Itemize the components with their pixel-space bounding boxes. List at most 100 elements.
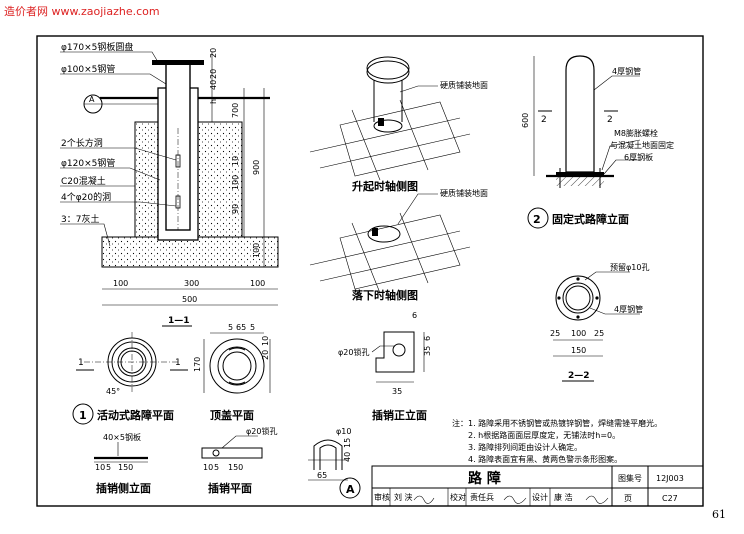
plan-cut-left: 1	[78, 358, 84, 368]
iso-up-label: 硬质铺装地面	[440, 80, 488, 90]
dim-40: 40	[209, 80, 218, 90]
section-1-1: φ170×5钢板圆盘 φ100×5钢管 2个长方洞 φ120×5钢管 C20混凝…	[60, 41, 279, 327]
plan-cut-right: 1	[175, 358, 181, 368]
signature-1	[413, 495, 435, 504]
sec22-dim-25a: 25	[550, 329, 560, 338]
sec22-tag: 2—2	[568, 371, 590, 381]
cap-d65: 65	[236, 323, 246, 332]
sign-review-label: 审核	[374, 492, 390, 502]
dim-20a: 20	[209, 48, 218, 58]
sec22-hole-label: 预留φ10孔	[610, 262, 649, 272]
cap-d5: 5	[228, 323, 233, 332]
dim-90: 90	[231, 204, 240, 214]
note-3: 3. 路障排列间距由设计人确定。	[468, 442, 582, 452]
sign-design-label: 设计	[532, 492, 548, 502]
fixed-bolt-label: M8膨胀螺栓	[614, 128, 658, 138]
detail-a-d65: 65	[317, 471, 327, 480]
cap-d20: 20	[261, 350, 270, 360]
iso-raised: 硬质铺装地面 升起时轴侧图	[309, 56, 488, 193]
cap-title: 顶盖平面	[210, 408, 254, 422]
iso-up-title: 升起时轴侧图	[352, 179, 418, 193]
fixed-dim-600: 600	[521, 113, 530, 128]
signature-3	[585, 495, 609, 504]
detail-a-d40: 40	[343, 452, 352, 462]
notes: 注： 1. 路障采用不锈钢管或热镀锌钢管，焊缝需锉平磨光。 2. h根据路面面层…	[452, 418, 662, 464]
section-tag-1-1: 1—1	[168, 316, 190, 326]
pin-side-plate: 40×5钢板	[103, 432, 141, 442]
cap-plan: 5 65 5 20 10 170 顶盖平面	[193, 323, 271, 422]
dim-100: 100	[231, 175, 240, 190]
plan-num-circle	[72, 403, 94, 425]
label-concrete: C20混凝土	[61, 175, 106, 187]
dim-100b: 100	[252, 243, 261, 258]
sec22-dim-100: 100	[571, 329, 586, 338]
pin-plan-title: 插销平面	[208, 481, 252, 495]
pin-side-title: 插销侧立面	[96, 481, 151, 495]
sheet-page: C27	[662, 494, 678, 503]
detail-a-dia: φ10	[336, 427, 351, 436]
detail-a-circle	[339, 477, 361, 499]
fixed-bolt-label-2: 与混凝土地面固定	[610, 140, 674, 150]
watermark: 造价者网 www.zaojiazhe.com	[4, 5, 160, 18]
pin-plan: φ20锁孔 10 5 150 插销平面	[201, 426, 277, 495]
sign-design-name: 康 浩	[554, 492, 573, 502]
dim-h-300: 300	[184, 279, 199, 288]
section-2-2: 预留φ10孔 4厚钢管 25 100 25 150 2—2	[550, 262, 649, 382]
cap-disc	[152, 60, 204, 65]
pin-plan-d150: 150	[228, 463, 243, 472]
fixed-cut-left: 2	[541, 115, 547, 125]
iso-down-label: 硬质铺装地面	[440, 188, 488, 198]
cap-d10: 10	[261, 336, 270, 346]
pin-side: 40×5钢板 10 5 150 插销侧立面	[94, 432, 151, 495]
iso-lowered: 硬质铺装地面 落下时轴侧图	[309, 188, 488, 302]
dim-10: 10	[231, 156, 240, 166]
page-label: 页	[624, 494, 632, 503]
plan-num: 1	[79, 409, 87, 422]
plan-angle: 45°	[106, 387, 120, 396]
notes-head: 注：	[452, 418, 468, 428]
plan-view: 1 1 45° 1 活动式路障平面	[72, 332, 188, 425]
sec22-dim-25b: 25	[594, 329, 604, 338]
pin-front-title: 插销正立面	[372, 408, 427, 422]
pin-front-d35: 35	[392, 387, 402, 396]
label-pipe: φ100×5钢管	[61, 63, 115, 75]
cap-d5b: 5	[250, 323, 255, 332]
note-2: 2. h根据路面面层厚度定，无铺法时h=0。	[468, 430, 620, 440]
atlas-label: 图集号	[618, 473, 642, 483]
dim-h-100b: 100	[250, 279, 265, 288]
page-number: 61	[712, 508, 726, 521]
title-block: 路 障 图集号 12J003 页 C27 审核 刘 浃 校对 责任兵 设计 康 …	[371, 465, 704, 507]
fixed-plate-label: 6厚钢板	[624, 152, 653, 162]
pin-front-d35b: 35	[423, 346, 432, 356]
label-lime: 3：7灰土	[61, 213, 99, 225]
sign-check-label: 校对	[450, 492, 466, 502]
cap-d170: 170	[193, 357, 202, 372]
fixed-cut-right: 2	[607, 115, 613, 125]
detail-a-ref: A	[346, 483, 355, 496]
sign-review-name: 刘 浃	[394, 492, 413, 502]
iso-down-title: 落下时轴侧图	[352, 288, 418, 302]
dim-h-100a: 100	[113, 279, 128, 288]
detail-a: φ10 15 40 65 A	[308, 427, 361, 499]
dim-h-500: 500	[182, 295, 197, 304]
fixed-title: 固定式路障立面	[552, 212, 629, 226]
sec22-dim-150: 150	[571, 346, 586, 355]
pin-side-d10: 10	[95, 463, 105, 472]
pin-side-d5: 5	[106, 463, 111, 472]
fixed-pipe-label: 4厚钢管	[612, 66, 641, 76]
pin-side-d150: 150	[118, 463, 133, 472]
pin-front-hole: φ20锁孔	[338, 347, 369, 357]
lime-base	[101, 236, 279, 268]
pin-plan-hole: φ20锁孔	[246, 426, 277, 436]
sheet-frame	[36, 35, 704, 507]
pin-front-d6b: 6	[423, 336, 432, 341]
dim-h: h	[209, 99, 218, 104]
pin-front: 35 35 6 6 φ20锁孔 插销正立面	[338, 311, 432, 422]
ref-a-label: A	[89, 95, 95, 104]
dim-20b: 20	[209, 69, 218, 79]
note-4: 4. 路障表面宜有黑、黄两色警示条形图案。	[468, 454, 622, 464]
label-four-holes: 4个φ20的洞	[61, 191, 111, 203]
fixed-elevation: 600 2 2 4厚钢管 M8膨胀螺栓 与混凝土地面固定 6厚钢板 2 固定式路…	[521, 55, 674, 229]
label-disc: φ170×5钢板圆盘	[61, 41, 133, 53]
